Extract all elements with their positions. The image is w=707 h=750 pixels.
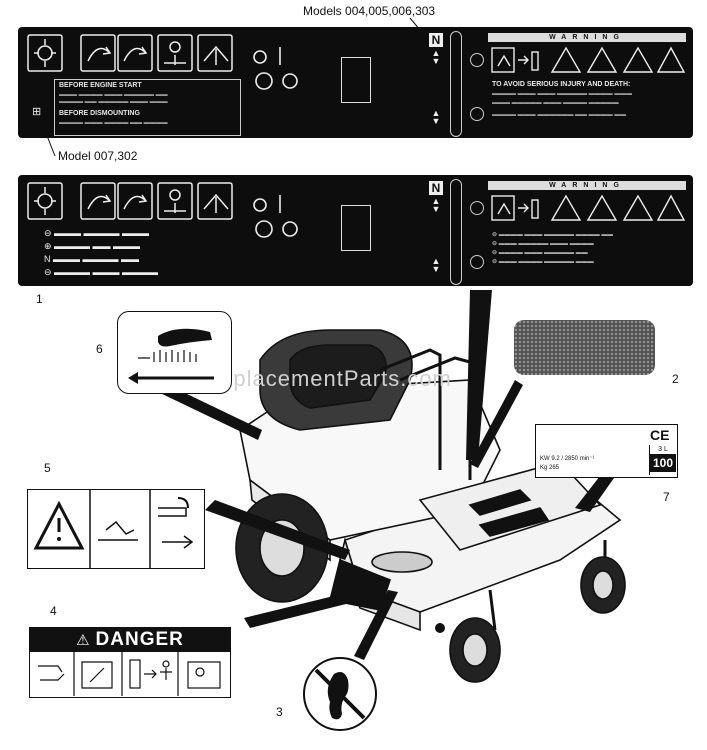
grille-decal: [514, 320, 655, 375]
start-lines: ▬▬▬ ▬▬▬▬ ▬▬▬ ▬▬▬▬▬ ▬▬: [59, 92, 168, 98]
neutral-letter: N: [429, 181, 443, 195]
danger-pictograms: [38, 652, 221, 696]
mount-hole: [470, 107, 484, 121]
decal-blank-panel: [341, 57, 371, 103]
decal-slot: [450, 31, 462, 137]
item-number-3: 3: [276, 705, 283, 719]
ignition-key-icon: [253, 195, 298, 238]
warning-triangle-icon: ⚠: [76, 632, 90, 649]
warning-head: TO AVOID SERIOUS INJURY AND DEATH:: [492, 81, 631, 88]
dismount-title: BEFORE DISMOUNTING: [59, 110, 140, 117]
warning-panel: WARNING ⊖ ▬▬▬▬ ▬▬▬ ▬▬▬▬▬ ▬▬▬▬ ▬▬⊖ ▬▬▬ ▬▬…: [488, 181, 686, 281]
hand-heat-icon: [128, 328, 214, 384]
hazard-decal: [27, 489, 205, 569]
danger-decal: ⚠ DANGER: [29, 627, 231, 698]
ce-mark: CE: [650, 427, 670, 443]
ce-label: CE KW 9.2 / 2850 min⁻¹ Kg 265 3 L 100: [535, 424, 678, 478]
mount-hole: [470, 201, 484, 215]
item-number-4: 4: [50, 604, 57, 618]
item-number-6: 6: [96, 342, 103, 356]
decal-blank-panel: [341, 205, 371, 251]
item-number-5: 5: [44, 461, 51, 475]
start-title: BEFORE ENGINE START: [59, 82, 142, 89]
dismount-lines: ▬▬▬▬ ▬▬▬ ▬▬▬▬ ▬▬ ▬▬▬▬: [59, 120, 168, 126]
kw-line: KW 9.2 / 2850 min⁻¹: [540, 456, 595, 462]
arrow-down-icon: ▲▼: [431, 256, 441, 274]
warning-lines: ▬▬▬▬ ▬▬▬ ▬▬▬▬▬▬ ▬▬ ▬▬▬▬ ▬▬: [492, 112, 627, 118]
model-callout-mid: Model 007,302: [58, 149, 138, 163]
hazard-pictogram-set: [33, 490, 194, 568]
danger-header: ⚠ DANGER: [30, 628, 230, 652]
no-step-icon: [303, 657, 377, 731]
small-bracket-icon: ⊞: [32, 106, 42, 118]
arrow-down-icon: ▲▼: [431, 108, 441, 126]
warning-banner: WARNING: [488, 181, 686, 190]
noise-value: 100: [650, 454, 676, 472]
neutral-letter: N: [429, 33, 443, 47]
neutral-strip: N ▲▼ ▲▼: [423, 33, 449, 133]
start-lines: ▬▬▬▬ ▬▬ ▬▬▬▬▬ ▬▬▬ ▬▬▬: [59, 99, 168, 105]
warning-lines: ▬▬▬▬ ▬▬▬ ▬▬▬ ▬▬▬▬▬ ▬▬▬▬ ▬▬▬: [492, 91, 633, 97]
neutral-strip: N ▲▼ ▲▼: [423, 181, 449, 281]
noise-top: 3 L: [658, 446, 668, 453]
danger-title: DANGER: [95, 629, 184, 650]
kg-line: Kg 265: [540, 465, 560, 471]
hazard-pictograms: [491, 194, 686, 221]
start-instructions-box: BEFORE ENGINE START ▬▬▬ ▬▬▬▬ ▬▬▬ ▬▬▬▬▬ ▬…: [54, 79, 241, 136]
control-icons-row: [27, 34, 233, 72]
watermark: eReplacementParts.com: [190, 366, 452, 391]
mount-hole: [470, 53, 484, 67]
ignition-key-icon: [253, 47, 298, 90]
models-callout-top: Models 004,005,006,303: [303, 4, 436, 18]
item-number-7: 7: [663, 490, 670, 504]
warning-lines: ⊖ ▬▬▬▬ ▬▬▬ ▬▬▬▬▬ ▬▬▬▬ ▬▬⊖ ▬▬▬ ▬▬▬▬▬ ▬▬▬ …: [492, 232, 614, 265]
item-number-2: 2: [672, 372, 679, 386]
hot-surface-decal: [117, 311, 232, 394]
decal-slot: [450, 179, 462, 285]
item-number-1: 1: [36, 292, 43, 306]
decal-top: BEFORE ENGINE START ▬▬▬ ▬▬▬▬ ▬▬▬ ▬▬▬▬▬ ▬…: [18, 27, 693, 138]
warning-lines: ▬▬▬ ▬▬▬▬▬ ▬▬▬ ▬▬▬▬ ▬▬▬▬▬: [492, 100, 619, 106]
control-icons-row: [27, 182, 233, 220]
noise-level-box: 3 L 100: [649, 445, 676, 475]
arrow-up-icon: ▲▼: [431, 48, 441, 66]
decal-middle: ⊖ ▬▬▬ ▬▬▬▬ ▬▬▬⊕ ▬▬▬▬ ▬▬ ▬▬▬N ▬▬▬ ▬▬▬▬ ▬▬…: [18, 175, 693, 286]
symbol-list: ⊖ ▬▬▬ ▬▬▬▬ ▬▬▬⊕ ▬▬▬▬ ▬▬ ▬▬▬N ▬▬▬ ▬▬▬▬ ▬▬…: [44, 227, 244, 282]
warning-panel: WARNING TO AVOID SERIOUS INJURY AND DEAT…: [488, 33, 686, 133]
symbol-list-icons: ⊖ ▬▬▬ ▬▬▬▬ ▬▬▬⊕ ▬▬▬▬ ▬▬ ▬▬▬N ▬▬▬ ▬▬▬▬ ▬▬…: [44, 228, 159, 277]
hazard-pictograms: [491, 46, 686, 73]
mount-hole: [470, 255, 484, 269]
warning-banner: WARNING: [488, 33, 686, 42]
arrow-up-icon: ▲▼: [431, 196, 441, 214]
